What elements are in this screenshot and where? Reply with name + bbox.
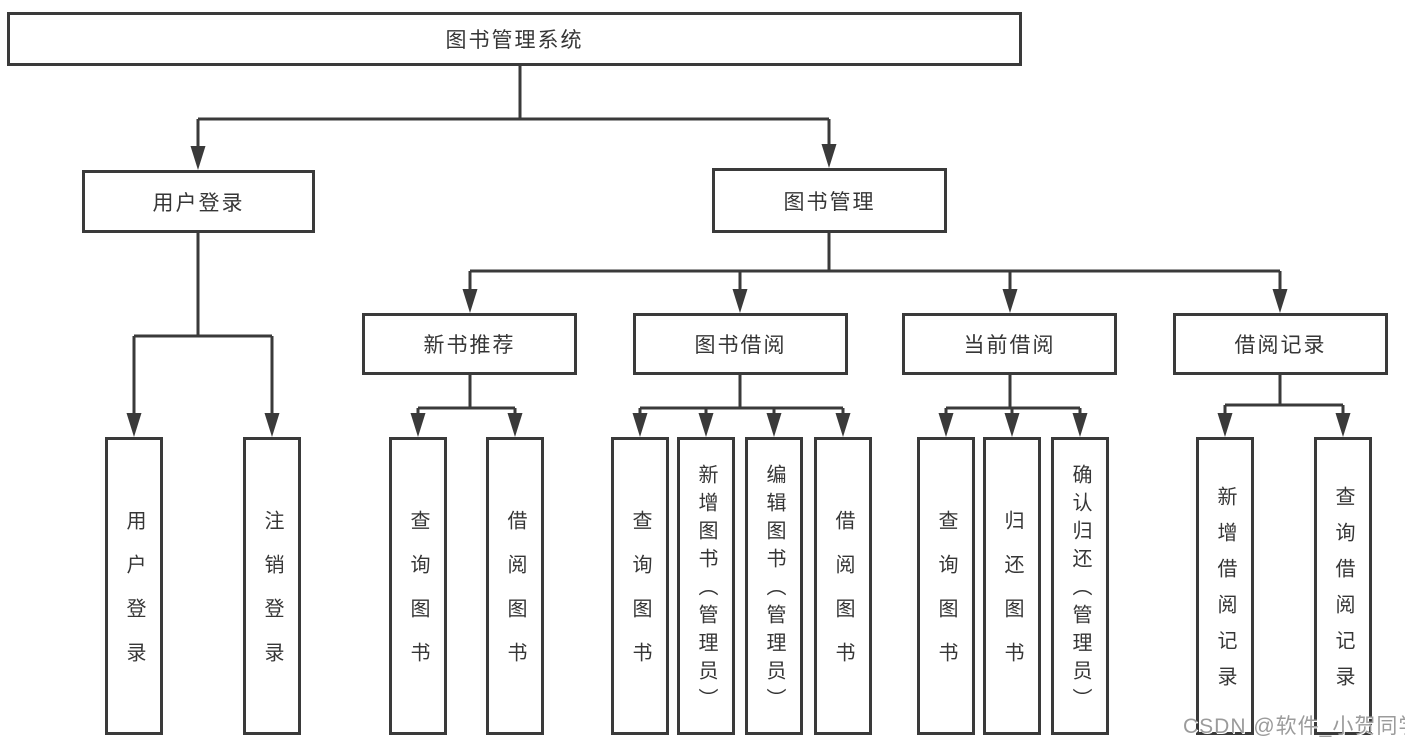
connector-borrow-records-group xyxy=(1217,375,1351,437)
leaf-logout: 注销登录 xyxy=(243,437,301,735)
leaf-label: 查询图书 xyxy=(629,510,651,686)
node-user-login: 用户登录 xyxy=(82,170,315,233)
node-book-borrowing: 图书借阅 xyxy=(633,313,848,375)
leaf-current-confirm-return-admin: 确认归还（管理员） xyxy=(1051,437,1109,735)
node-current-borrowing: 当前借阅 xyxy=(902,313,1117,375)
leaf-label: 归还图书 xyxy=(1001,510,1023,686)
leaf-user-login: 用户登录 xyxy=(105,437,163,735)
connector-user-login-branch xyxy=(126,233,280,437)
leaf-label: 确认归还（管理员） xyxy=(1069,464,1091,716)
node-borrowing-records: 借阅记录 xyxy=(1173,313,1388,375)
leaf-label: 查询借阅记录 xyxy=(1332,486,1354,702)
connector-root xyxy=(190,64,837,170)
node-book-management: 图书管理 xyxy=(712,168,947,233)
leaf-label: 查询图书 xyxy=(407,510,429,686)
leaf-label: 注销登录 xyxy=(261,510,283,686)
leaf-label: 用户登录 xyxy=(123,510,145,686)
leaf-newbook-search-books: 查询图书 xyxy=(389,437,447,735)
leaf-borrow-add-books-admin: 新增图书（管理员） xyxy=(677,437,735,735)
leaf-label: 新增图书（管理员） xyxy=(695,464,717,716)
leaf-label: 借阅图书 xyxy=(504,510,526,686)
leaf-label: 编辑图书（管理员） xyxy=(763,464,785,716)
leaf-borrow-search-books: 查询图书 xyxy=(611,437,669,735)
leaf-borrow-borrow-books: 借阅图书 xyxy=(814,437,872,735)
connector-book-borrow-group xyxy=(632,375,851,437)
leaf-newbook-borrow-books: 借阅图书 xyxy=(486,437,544,735)
connector-current-borrow-group xyxy=(938,375,1088,437)
leaf-records-add-borrow-record: 新增借阅记录 xyxy=(1196,437,1254,735)
leaf-current-search-books: 查询图书 xyxy=(917,437,975,735)
watermark: CSDN @软件_小贺同学 xyxy=(1183,715,1405,738)
leaf-borrow-edit-books-admin: 编辑图书（管理员） xyxy=(745,437,803,735)
connector-book-management-branch xyxy=(462,233,1288,313)
connector-new-book-group xyxy=(410,375,523,437)
leaf-records-search-borrow-record: 查询借阅记录 xyxy=(1314,437,1372,735)
leaf-current-return-books: 归还图书 xyxy=(983,437,1041,735)
leaf-label: 查询图书 xyxy=(935,510,957,686)
node-new-book-recommendation: 新书推荐 xyxy=(362,313,577,375)
node-library-management-system: 图书管理系统 xyxy=(7,12,1022,66)
leaf-label: 新增借阅记录 xyxy=(1214,486,1236,702)
leaf-label: 借阅图书 xyxy=(832,510,854,686)
